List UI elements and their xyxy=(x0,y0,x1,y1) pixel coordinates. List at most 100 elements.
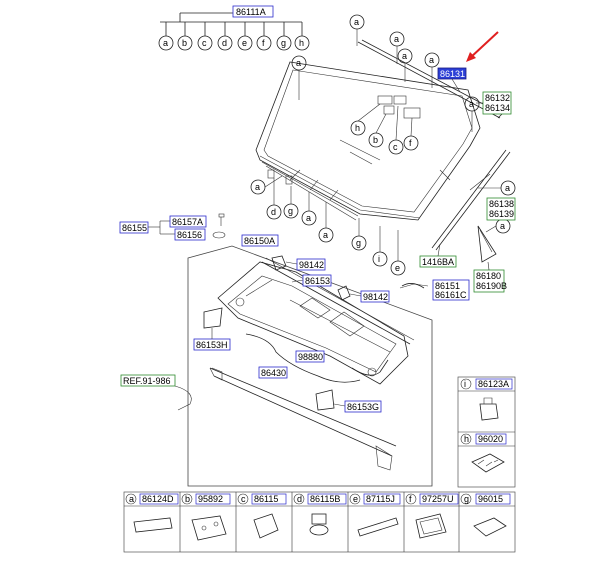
letter-f: f xyxy=(409,494,412,504)
part-box[interactable] xyxy=(475,378,513,390)
letter-h: h xyxy=(355,123,360,133)
top-moulding xyxy=(357,39,503,119)
part-label[interactable]: 86123A xyxy=(478,379,509,389)
part-box[interactable] xyxy=(195,493,231,505)
bracket-icon xyxy=(471,453,505,473)
letter-g: g xyxy=(464,494,469,504)
letter-d: d xyxy=(297,494,302,504)
part-label[interactable]: 86115 xyxy=(254,494,278,504)
part-label[interactable]: 86134 xyxy=(485,103,510,113)
part-label[interactable]: 86115B xyxy=(310,494,340,504)
letter-a: a xyxy=(394,34,399,44)
bracket-plate-icon xyxy=(191,515,227,541)
part-box[interactable] xyxy=(363,493,401,505)
bracket-box-icon xyxy=(473,517,507,537)
part-label[interactable]: 95892 xyxy=(198,494,223,504)
reference-label[interactable]: REF.91-986 xyxy=(123,376,171,386)
clip-icon xyxy=(479,403,499,421)
part-box[interactable] xyxy=(174,228,206,241)
letter-h: h xyxy=(464,434,469,444)
corner-trim-part xyxy=(477,225,497,263)
reference-box[interactable] xyxy=(120,374,176,387)
part-label[interactable]: 96015 xyxy=(478,494,503,504)
part-box[interactable] xyxy=(169,215,207,228)
part-box[interactable] xyxy=(241,234,279,247)
letter-a: a xyxy=(296,58,301,68)
part-box[interactable] xyxy=(296,258,326,271)
letter-h: h xyxy=(299,38,304,48)
part-label[interactable]: 86131 xyxy=(440,69,465,79)
part-box[interactable] xyxy=(486,197,516,221)
part-box[interactable] xyxy=(251,493,287,505)
letter-f: f xyxy=(262,38,265,48)
part-box[interactable] xyxy=(344,400,382,413)
part-label[interactable]: 86153 xyxy=(305,276,330,286)
letter-g: g xyxy=(281,38,286,48)
screw-icon xyxy=(218,213,225,226)
part-label[interactable]: 86161C xyxy=(435,290,467,300)
letter-row: a b c d e f g h xyxy=(158,35,310,51)
part-label[interactable]: 86180 xyxy=(476,271,501,281)
glass-callouts: a a a a a a h b c f a a a d g a a g i xyxy=(250,14,516,276)
part-label[interactable]: 86139 xyxy=(489,209,514,219)
strip-icon xyxy=(357,517,399,537)
part-label[interactable]: 86151 xyxy=(435,281,460,291)
part-label[interactable]: 86190B xyxy=(476,281,507,291)
part-label[interactable]: 86430 xyxy=(261,368,286,378)
part-label[interactable]: 98142 xyxy=(363,292,388,302)
seal-strip xyxy=(209,367,397,471)
part-box[interactable] xyxy=(307,493,347,505)
part-box[interactable] xyxy=(232,5,274,18)
part-label[interactable]: 86155 xyxy=(122,223,147,233)
part-label[interactable]: 86124D xyxy=(142,494,174,504)
letter-a: a xyxy=(500,221,505,231)
part-label[interactable]: 98142 xyxy=(299,260,324,270)
letter-c: c xyxy=(393,142,398,152)
part-label[interactable]: 97257U xyxy=(422,494,454,504)
letter-a: a xyxy=(429,55,434,65)
part-box[interactable] xyxy=(360,290,390,303)
part-box[interactable] xyxy=(419,493,459,505)
pad-icon xyxy=(253,513,279,539)
part-box[interactable] xyxy=(119,221,149,234)
part-box[interactable] xyxy=(432,279,470,301)
part-box[interactable] xyxy=(258,366,288,379)
letter-i: i xyxy=(464,379,466,389)
part-box[interactable] xyxy=(475,433,507,445)
part-label[interactable]: 87115J xyxy=(366,494,395,504)
pad-part xyxy=(203,307,223,329)
side-moulding xyxy=(431,149,511,251)
letter-e: e xyxy=(242,38,247,48)
part-label[interactable]: 86157A xyxy=(172,217,203,227)
grommet-icon xyxy=(212,231,226,239)
letter-a: a xyxy=(402,51,407,61)
part-box[interactable] xyxy=(295,350,325,363)
clip-mount-icon xyxy=(309,513,329,536)
side-table: i 86123A h 96020 xyxy=(457,376,516,488)
letter-b: b xyxy=(185,494,190,504)
part-label[interactable]: 86153G xyxy=(347,402,379,412)
letter-c: c xyxy=(241,494,246,504)
part-box[interactable] xyxy=(475,493,511,505)
part-label[interactable]: 86138 xyxy=(489,199,514,209)
letter-a: a xyxy=(129,494,134,504)
part-label[interactable]: 86111A xyxy=(236,7,266,17)
part-box[interactable] xyxy=(302,274,332,287)
part-label[interactable]: 98880 xyxy=(298,352,323,362)
clip-part xyxy=(337,285,351,301)
part-label[interactable]: 86150A xyxy=(244,236,275,246)
letter-d: d xyxy=(222,38,227,48)
part-label[interactable]: 86156 xyxy=(177,230,202,240)
part-label[interactable]: 96020 xyxy=(478,434,503,444)
windshield-glass xyxy=(255,61,481,221)
letter-d: d xyxy=(271,207,276,217)
part-label[interactable]: 1416BA xyxy=(422,257,454,267)
letter-g: g xyxy=(356,238,361,248)
letter-a: a xyxy=(255,182,260,192)
part-label[interactable]: 86153H xyxy=(196,340,228,350)
letter-a: a xyxy=(323,230,328,240)
part-box[interactable] xyxy=(139,493,179,505)
bottom-table: a 86124D b 95892 c 86115 d 86115B e 8711… xyxy=(123,491,516,553)
part-label[interactable]: 86132 xyxy=(485,93,510,103)
